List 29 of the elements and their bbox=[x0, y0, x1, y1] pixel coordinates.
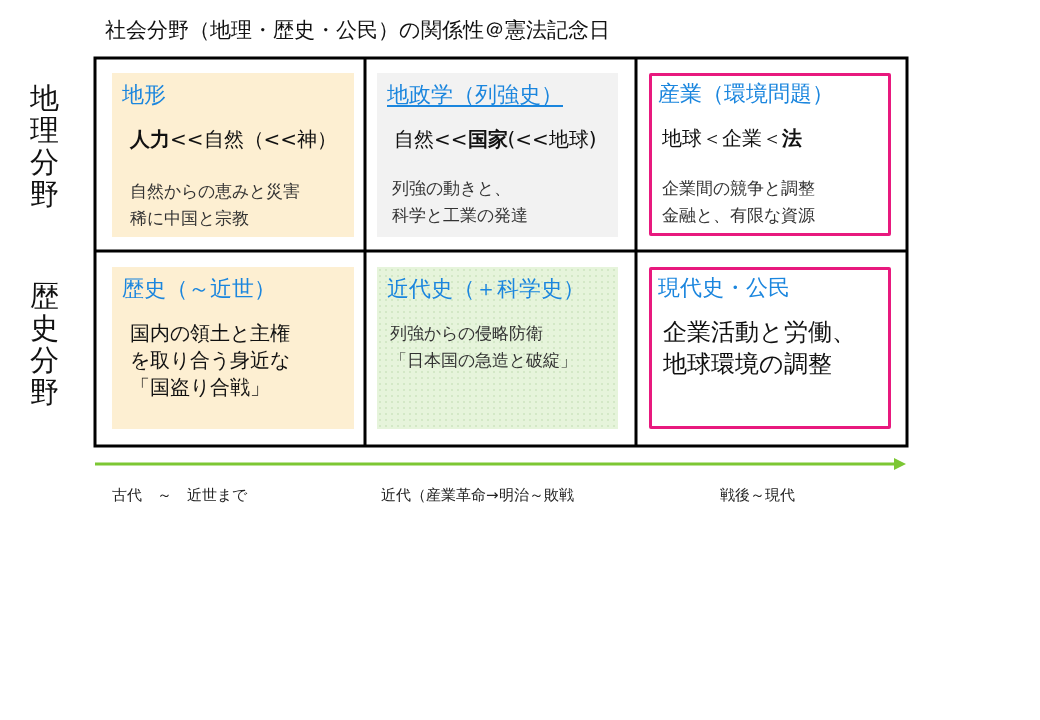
description-text: 稀に中国と宗教 bbox=[130, 207, 249, 230]
topic-heading: 近代史（＋科学史） bbox=[387, 276, 585, 302]
description-text: 列強の動きと、科学と工業の発達 bbox=[392, 177, 529, 227]
topic-card bbox=[649, 267, 891, 429]
description-text: 企業活動と労働、地球環境の調整 bbox=[663, 317, 857, 380]
row-header: 地理分野 bbox=[29, 82, 60, 210]
key-phrase: 人力<<自然（<<神） bbox=[130, 127, 338, 151]
key-phrase: 地球＜企業＜法 bbox=[662, 126, 802, 150]
topic-card bbox=[649, 73, 891, 236]
era-label: 戦後～現代 bbox=[720, 486, 795, 504]
description-text: 企業間の競争と調整 bbox=[662, 177, 815, 200]
topic-card bbox=[377, 267, 618, 429]
description-text: 自然からの恵みと災害 bbox=[130, 180, 300, 203]
topic-heading: 地形 bbox=[122, 82, 166, 108]
era-label: 近代（産業革命→明治～敗戦 bbox=[381, 486, 574, 504]
key-phrase: 自然<<国家(<<地球) bbox=[394, 127, 597, 151]
description-text: 「日本国の急造と破綻」 bbox=[390, 349, 577, 372]
topic-heading: 産業（環境問題） bbox=[658, 81, 834, 107]
description-text: 国内の領土と主権を取り合う身近な「国盗り合戦」 bbox=[130, 320, 291, 401]
topic-card bbox=[112, 267, 354, 429]
description-text: 金融と、有限な資源 bbox=[662, 204, 815, 227]
description-text: 列強からの侵略防衛 bbox=[390, 322, 543, 345]
title: 社会分野（地理・歴史・公民）の関係性＠憲法記念日 bbox=[105, 17, 610, 43]
topic-heading: 現代史・公民 bbox=[658, 275, 790, 301]
topic-heading: 地政学（列強史） bbox=[387, 82, 563, 108]
topic-card bbox=[112, 73, 354, 237]
topic-heading: 歴史（～近世） bbox=[122, 276, 276, 302]
era-label: 古代 ～ 近世まで bbox=[112, 486, 247, 504]
row-header: 歴史分野 bbox=[29, 280, 60, 408]
